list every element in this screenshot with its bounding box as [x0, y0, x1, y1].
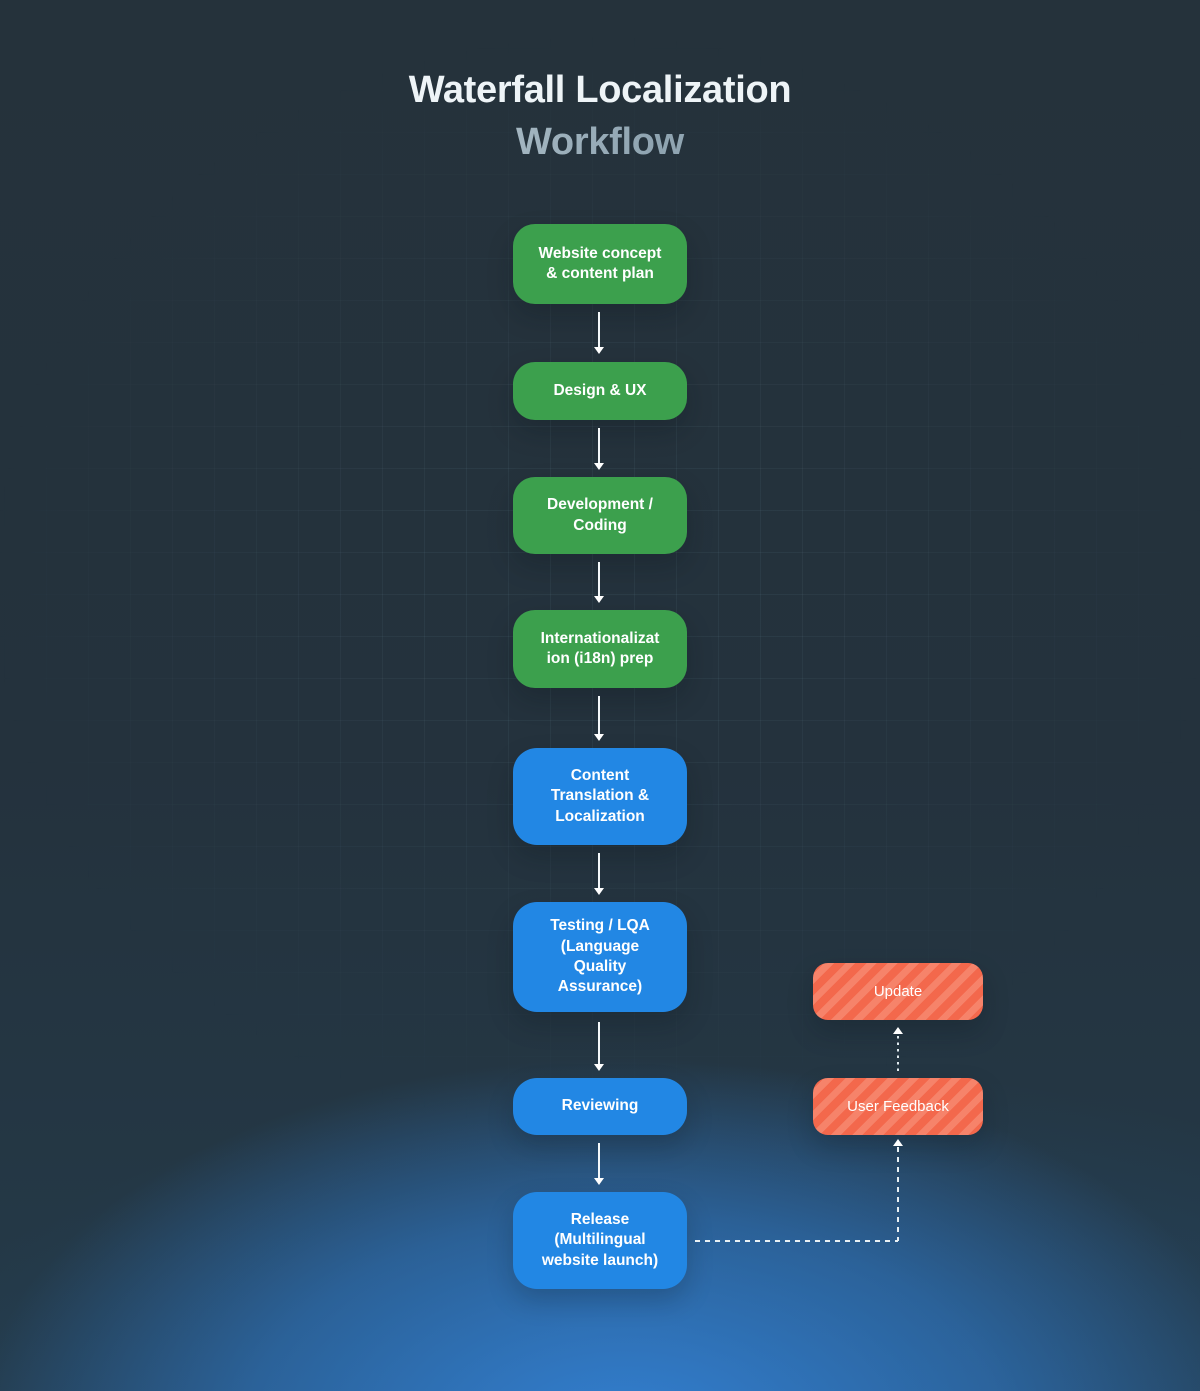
node-label: Internationalizat ion (i18n) prep — [540, 629, 660, 667]
arrow-design-to-development — [592, 428, 606, 470]
node-label: Testing / LQA (Language Quality Assuranc… — [550, 917, 650, 996]
node-label: Reviewing — [561, 1097, 639, 1115]
arrow-testing-to-reviewing — [592, 1022, 606, 1071]
node-user-feedback: User Feedback — [813, 1078, 983, 1135]
node-label: Design & UX — [553, 381, 647, 399]
arrow-line — [598, 428, 600, 463]
node-content-translation-localization: Content Translation & Localization — [513, 748, 687, 845]
arrow-concept-to-design — [592, 312, 606, 354]
node-label: Website concept & content plan — [538, 244, 662, 282]
dashed-connector-horizontal — [695, 1240, 898, 1242]
node-update: Update — [813, 963, 983, 1020]
arrow-down-icon — [594, 463, 604, 470]
arrow-up-icon — [893, 1139, 903, 1146]
arrow-i18n-to-translation — [592, 696, 606, 741]
node-internationalization-prep: Internationalizat ion (i18n) prep — [513, 610, 687, 688]
arrow-down-icon — [594, 347, 604, 354]
node-reviewing: Reviewing — [513, 1078, 687, 1135]
node-label: Content Translation & Localization — [550, 766, 650, 825]
arrow-down-icon — [594, 1178, 604, 1185]
title-line-2: Workflow — [0, 116, 1200, 168]
node-label: Development / Coding — [547, 496, 653, 534]
page-title: Waterfall Localization Workflow — [0, 64, 1200, 168]
node-testing-lqa: Testing / LQA (Language Quality Assuranc… — [513, 902, 687, 1012]
node-release-launch: Release (Multilingual website launch) — [513, 1192, 687, 1289]
arrow-down-icon — [594, 888, 604, 895]
arrow-line — [598, 312, 600, 347]
node-label: Release (Multilingual website launch) — [541, 1210, 659, 1269]
arrow-line — [598, 853, 600, 888]
title-line-1: Waterfall Localization — [408, 69, 792, 111]
arrow-down-icon — [594, 596, 604, 603]
node-label: Update — [873, 982, 923, 1000]
dashed-connector-vertical — [897, 1147, 899, 1241]
arrow-line — [598, 696, 600, 734]
arrow-development-to-i18n — [592, 562, 606, 603]
arrow-up-icon — [893, 1027, 903, 1034]
node-design-ux: Design & UX — [513, 362, 687, 420]
arrow-reviewing-to-release — [592, 1143, 606, 1185]
arrow-line — [598, 1143, 600, 1178]
node-label: User Feedback — [847, 1097, 949, 1115]
arrow-line — [598, 1022, 600, 1064]
arrow-translation-to-testing — [592, 853, 606, 895]
arrow-down-icon — [594, 734, 604, 741]
dotted-connector-vertical — [897, 1036, 899, 1072]
arrow-down-icon — [594, 1064, 604, 1071]
node-development-coding: Development / Coding — [513, 477, 687, 554]
node-website-concept: Website concept & content plan — [513, 224, 687, 304]
arrow-line — [598, 562, 600, 596]
